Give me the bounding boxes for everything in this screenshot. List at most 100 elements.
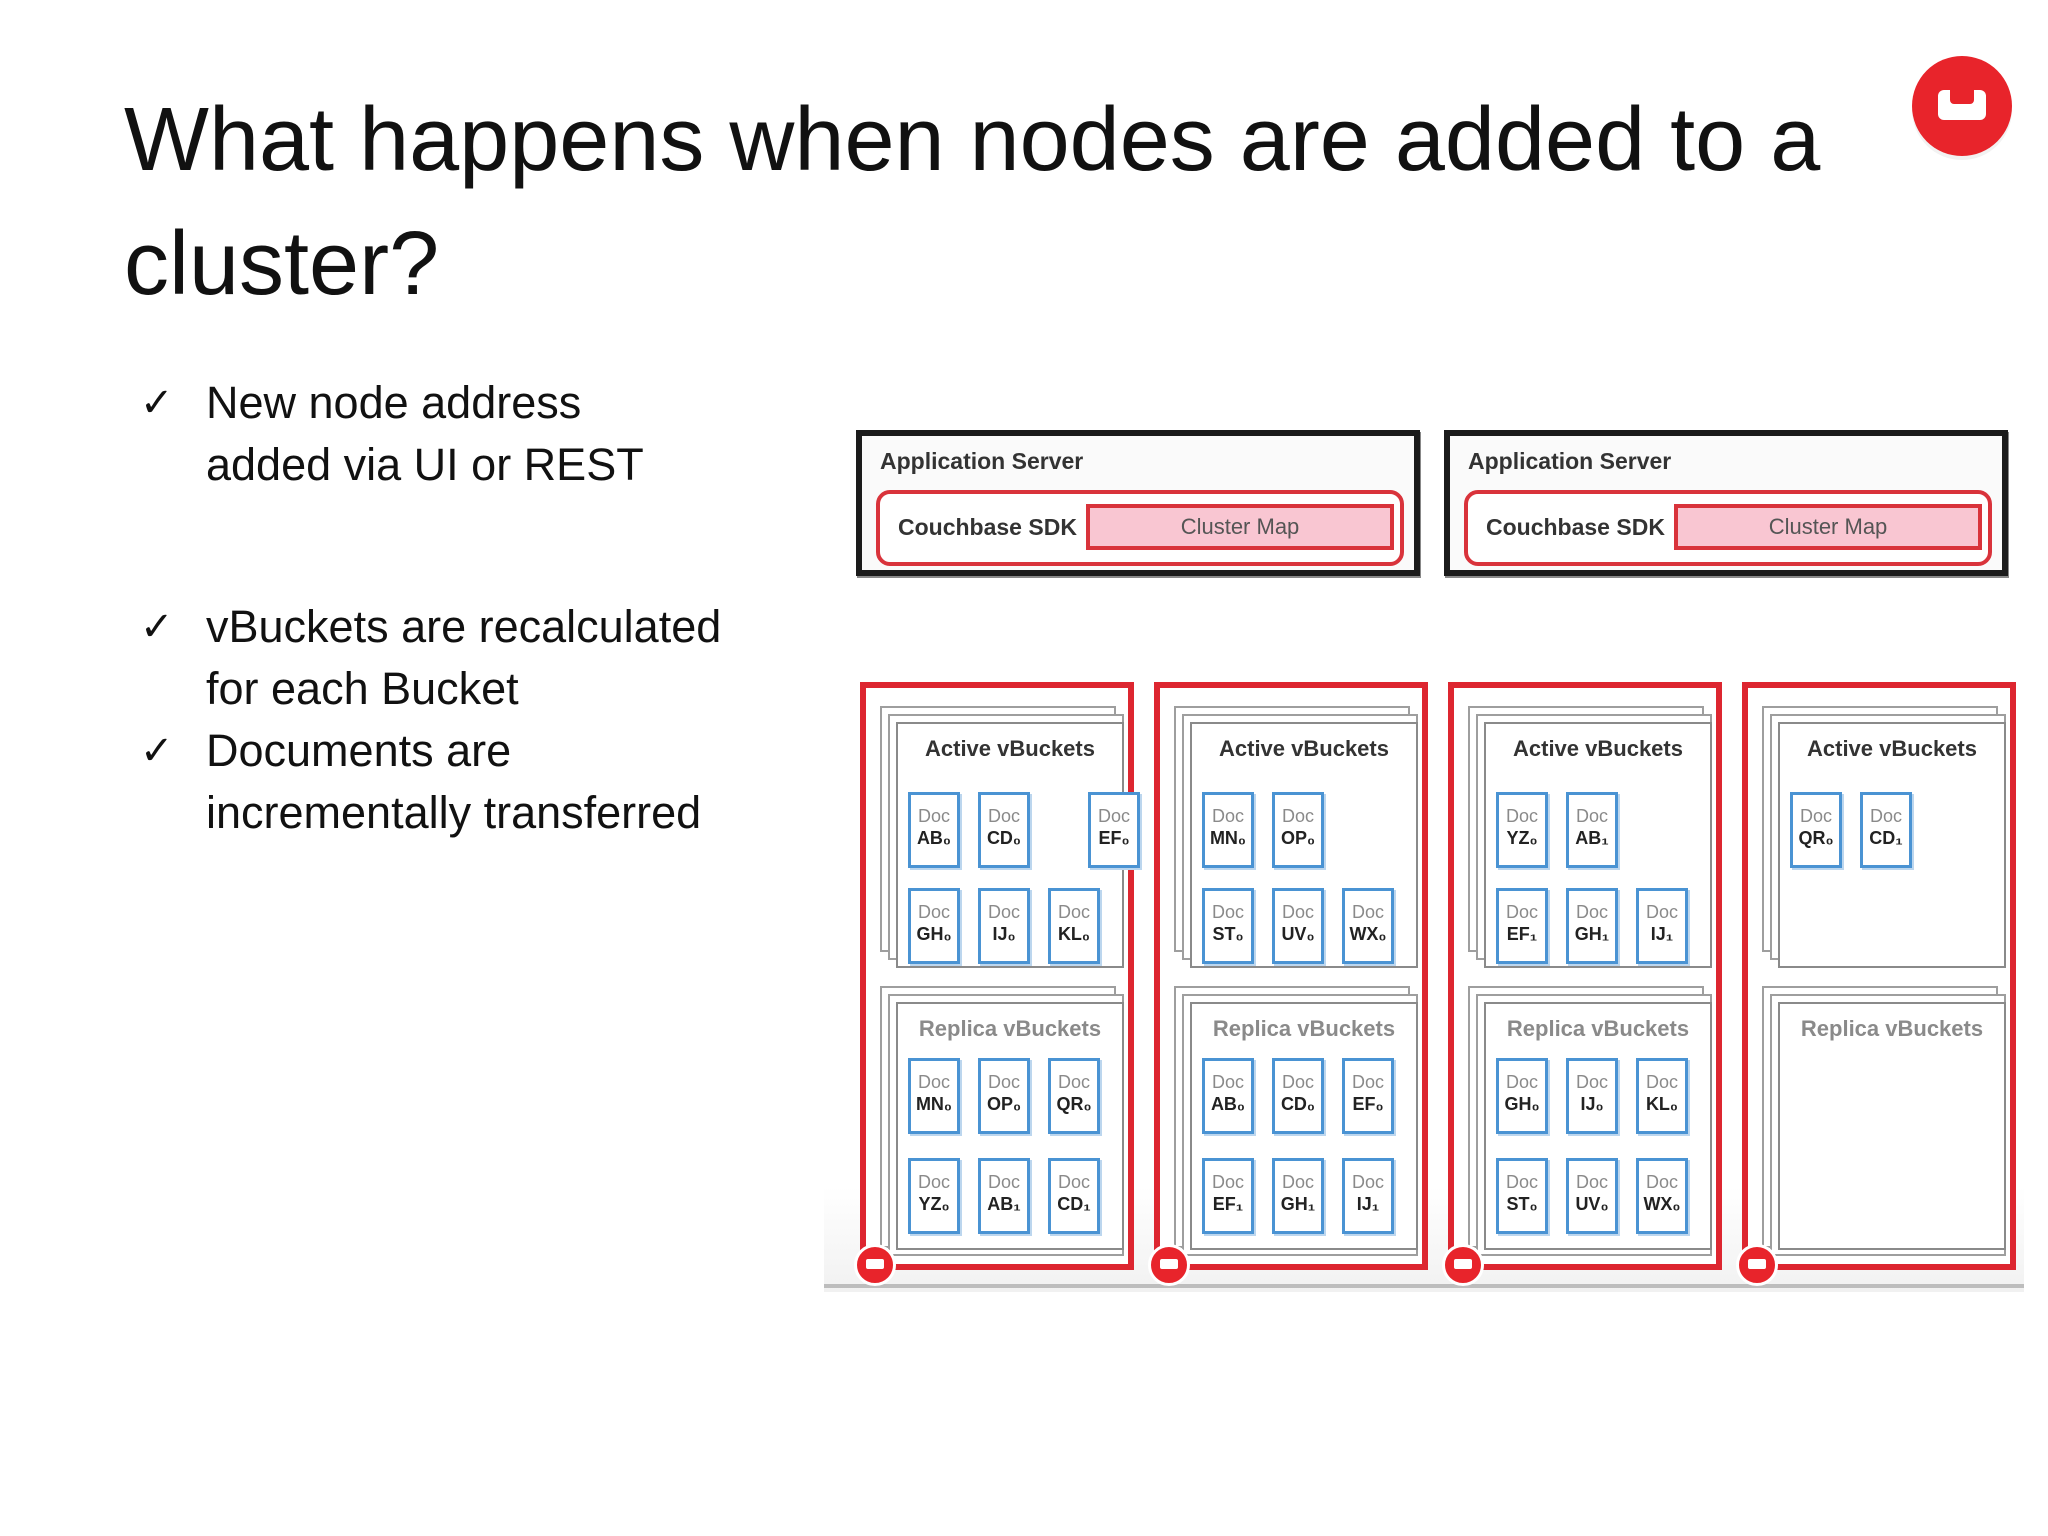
document-id: EF₁ (1506, 924, 1538, 944)
document-id: IJ₀ (1580, 1094, 1604, 1114)
document-label: Doc (1211, 1072, 1244, 1092)
checkmark-icon: ✓ (140, 380, 174, 426)
replica-vbuckets-title: Replica vBuckets (918, 1016, 1102, 1041)
couchbase-sdk-label: Couchbase SDK (898, 514, 1077, 540)
document-label: Doc (1057, 1072, 1090, 1092)
document-id: AB₀ (916, 828, 952, 848)
couchbase-node-icon (1736, 1244, 1778, 1286)
document-label: Doc (1211, 1172, 1244, 1192)
document-id: AB₁ (987, 1194, 1021, 1214)
document-id: GH₁ (1574, 924, 1610, 944)
application-server-label: Application Server (880, 448, 1084, 474)
bullet-text: New node address added via UI or REST (206, 377, 644, 490)
document-label: Doc (1575, 902, 1608, 922)
bullet-item: ✓ New node address added via UI or REST (140, 372, 644, 496)
document-id: UV₀ (1575, 1194, 1609, 1214)
document-label: Doc (987, 1172, 1020, 1192)
document-id: GH₁ (1280, 1194, 1316, 1214)
document-label: Doc (1799, 806, 1832, 826)
document-id: CD₁ (1057, 1194, 1091, 1214)
document-id: KL₀ (1057, 924, 1091, 944)
document-label: Doc (1575, 806, 1608, 826)
active-vbuckets-title: Active vBuckets (925, 736, 1095, 761)
document-label: Doc (1351, 1172, 1384, 1192)
couchbase-node-icon (854, 1244, 896, 1286)
couchbase-node-icon (1442, 1244, 1484, 1286)
couchbase-node-icon (1148, 1244, 1190, 1286)
document-label: Doc (1211, 902, 1244, 922)
document-id: WX₀ (1643, 1194, 1681, 1214)
document-label: Doc (1645, 1072, 1678, 1092)
replica-vbuckets-title: Replica vBuckets (1212, 1016, 1396, 1041)
document-label: Doc (1057, 1172, 1090, 1192)
document-id: ST₀ (1212, 924, 1244, 944)
document-label: Doc (917, 902, 950, 922)
document-label: Doc (1505, 1072, 1538, 1092)
document-label: Doc (1351, 1072, 1384, 1092)
document-id: WX₀ (1349, 924, 1387, 944)
couchbase-sdk: Couchbase SDK Cluster Map (1464, 490, 1992, 566)
document-label: Doc (987, 902, 1020, 922)
bullet-text: Documents are incrementally transferred (206, 725, 702, 838)
document-id: IJ₁ (1356, 1194, 1380, 1214)
document-id: YZ₀ (918, 1194, 950, 1214)
active-vbuckets-title: Active vBuckets (1807, 736, 1977, 761)
document-label: Doc (1645, 1172, 1678, 1192)
checkmark-icon: ✓ (140, 728, 174, 774)
active-vbuckets-title: Active vBuckets (1513, 736, 1683, 761)
document-label: Doc (1505, 806, 1538, 826)
document-label: Doc (917, 806, 950, 826)
document-id: AB₀ (1210, 1094, 1246, 1114)
couchbase-sdk-label: Couchbase SDK (1486, 514, 1665, 540)
document-label: Doc (1505, 902, 1538, 922)
bullet-text: vBuckets are recalculated for each Bucke… (206, 601, 722, 714)
cluster-map: Cluster Map (1674, 504, 1982, 550)
bullet-item: ✓ Documents are incrementally transferre… (140, 720, 701, 844)
document-label: Doc (1281, 1072, 1314, 1092)
document-id: CD₁ (1869, 828, 1903, 848)
document-label: Doc (1645, 902, 1678, 922)
document-id: IJ₀ (992, 924, 1016, 944)
document-id: MN₀ (915, 1094, 953, 1114)
document-label: Doc (1575, 1072, 1608, 1092)
document-id: GH₀ (1504, 1094, 1540, 1114)
document-id: IJ₁ (1650, 924, 1674, 944)
document-label: Doc (1097, 806, 1130, 826)
document-label: Doc (1281, 1172, 1314, 1192)
document-id: ST₀ (1506, 1194, 1538, 1214)
application-server-label: Application Server (1468, 448, 1672, 474)
couchbase-logo-icon (1912, 56, 2012, 156)
document-label: Doc (1351, 902, 1384, 922)
